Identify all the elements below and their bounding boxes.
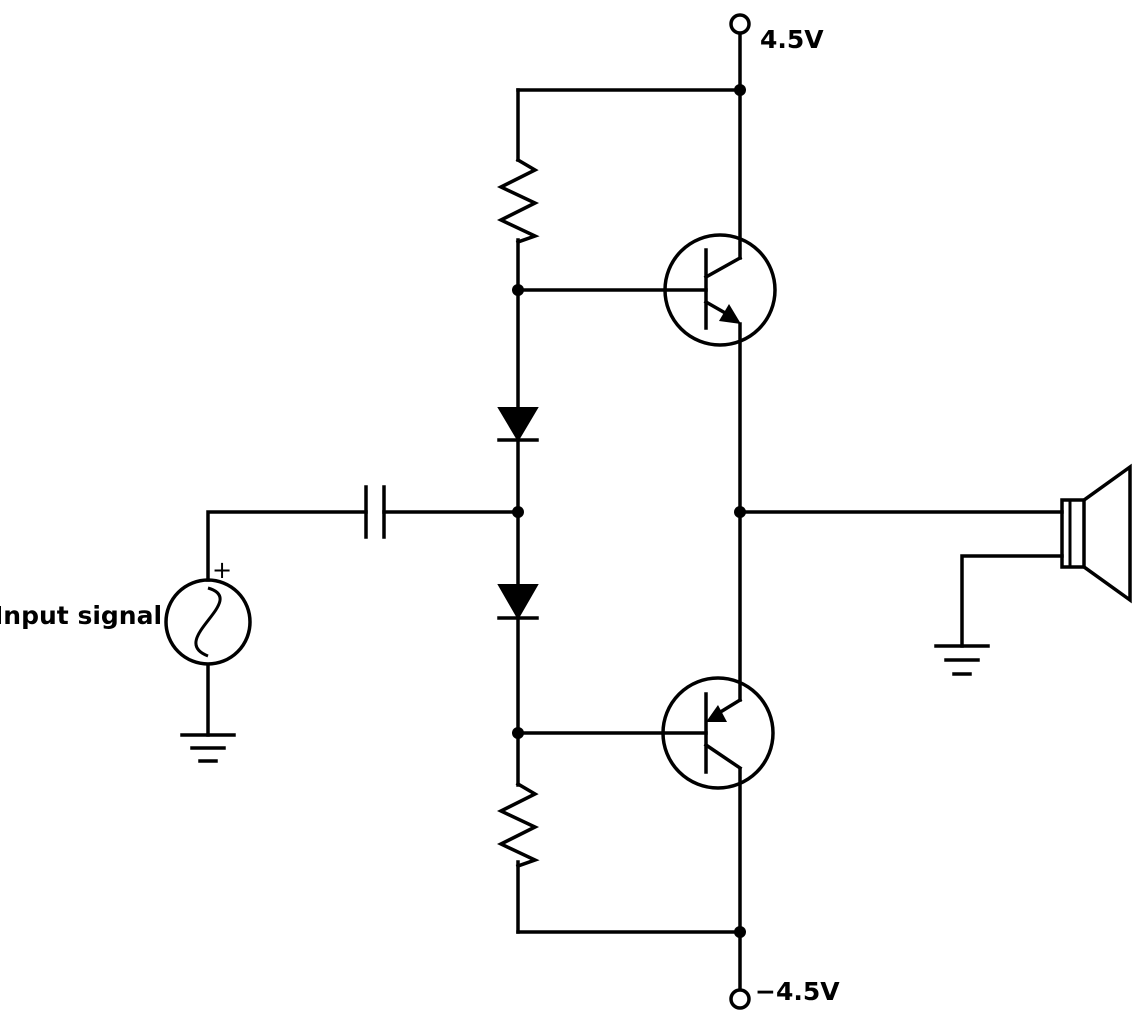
input-wires [206, 510, 520, 737]
input-signal-label: Input signal [0, 601, 162, 630]
lower-bias-diode [497, 584, 539, 621]
lower-bias-resistor [496, 781, 540, 869]
negative-supply-label: −4.5V [755, 977, 840, 1006]
positive-supply-label: 4.5V [760, 25, 824, 54]
speaker-wires [738, 510, 1064, 648]
source-plus-sign: + [212, 556, 232, 584]
speaker-ground [934, 644, 990, 676]
pnp-transistor [661, 676, 775, 790]
ac-signal-source [164, 578, 252, 666]
source-ground [180, 733, 236, 763]
base-wires [516, 288, 708, 735]
loudspeaker [1060, 463, 1132, 604]
negative-supply-terminal [729, 988, 751, 1010]
bias-ladder-wires [516, 88, 742, 934]
upper-bias-resistor [496, 157, 540, 245]
junction-dots [512, 84, 746, 938]
upper-bias-diode [497, 407, 539, 442]
coupling-capacitor [364, 485, 386, 539]
npn-transistor [663, 233, 777, 347]
positive-supply-terminal [729, 13, 751, 35]
